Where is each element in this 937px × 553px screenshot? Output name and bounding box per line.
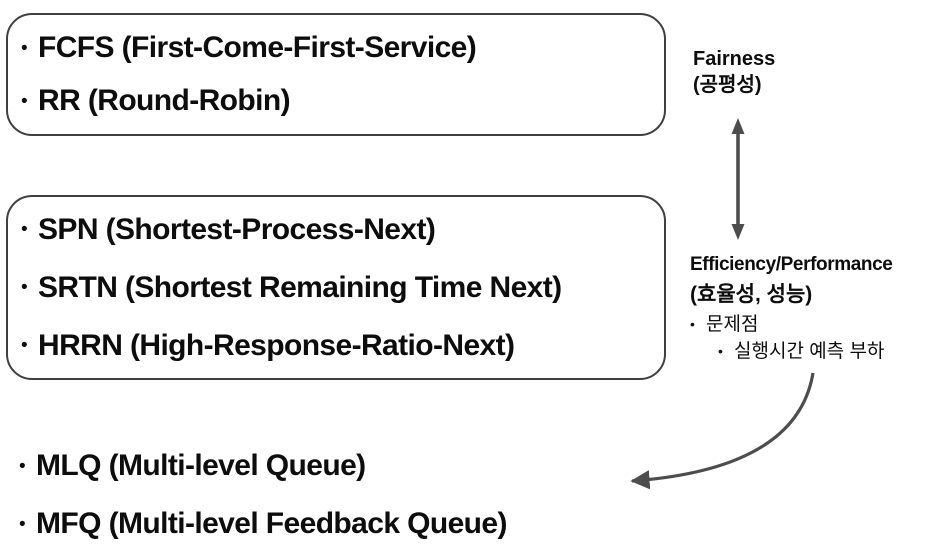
bullet-icon: •: [19, 513, 26, 535]
efficiency-title: Efficiency/Performance: [690, 254, 893, 275]
list-item-label: MFQ (Multi-level Feedback Queue): [36, 507, 507, 540]
fairness-subtitle-korean: (공평성): [693, 74, 762, 96]
efficiency-subtitle-korean: (효율성, 성능): [690, 283, 813, 306]
efficiency-algorithms-box: • SPN (Shortest-Process-Next) • SRTN (Sh…: [6, 195, 666, 380]
efficiency-issue-detail-label: 실행시간 예측 부하: [734, 341, 885, 362]
fairness-label: Fairness (공평성): [693, 46, 775, 98]
list-item-hrrn: • HRRN (High-Response-Ratio-Next): [21, 317, 664, 375]
list-item-rr: • RR (Round-Robin): [21, 75, 664, 128]
efficiency-issue-detail-item: • 실행시간 예측 부하: [718, 338, 892, 365]
slide-canvas: • FCFS (First-Come-First-Service) • RR (…: [6, 13, 893, 540]
bullet-icon: •: [21, 37, 28, 59]
list-item-label: RR (Round-Robin): [38, 84, 291, 117]
efficiency-issue-item: • 문제점: [690, 311, 892, 338]
efficiency-to-multilevel-curved-arrow-icon: [630, 372, 815, 490]
list-item-fcfs: • FCFS (First-Come-First-Service): [21, 22, 664, 75]
bullet-icon: •: [19, 455, 26, 477]
list-item-label: SRTN (Shortest Remaining Time Next): [38, 270, 562, 304]
efficiency-issue-label: 문제점: [706, 314, 759, 335]
bullet-icon: •: [21, 335, 28, 356]
list-item-spn: • SPN (Shortest-Process-Next): [21, 201, 664, 259]
fairness-algorithms-box: • FCFS (First-Come-First-Service) • RR (…: [6, 13, 666, 136]
multilevel-algorithms-list: • MLQ (Multi-level Queue) • MFQ (Multi-l…: [6, 437, 507, 553]
bullet-icon: •: [690, 316, 695, 332]
efficiency-label: Efficiency/Performance (효율성, 성능) • 문제점 •…: [690, 251, 893, 365]
list-item-mlq: • MLQ (Multi-level Queue): [19, 437, 507, 495]
fairness-efficiency-double-arrow-icon: [731, 118, 745, 240]
list-item-label: MLQ (Multi-level Queue): [36, 449, 366, 482]
list-item-label: HRRN (High-Response-Ratio-Next): [38, 328, 515, 362]
list-item-label: FCFS (First-Come-First-Service): [38, 31, 477, 64]
bullet-icon: •: [21, 277, 28, 298]
list-item-srtn: • SRTN (Shortest Remaining Time Next): [21, 259, 664, 317]
bullet-icon: •: [718, 343, 723, 359]
bullet-icon: •: [21, 219, 28, 240]
list-item-label: SPN (Shortest-Process-Next): [38, 212, 436, 246]
list-item-mfq: • MFQ (Multi-level Feedback Queue): [19, 495, 507, 553]
fairness-title: Fairness: [693, 48, 776, 70]
bullet-icon: •: [21, 90, 28, 112]
